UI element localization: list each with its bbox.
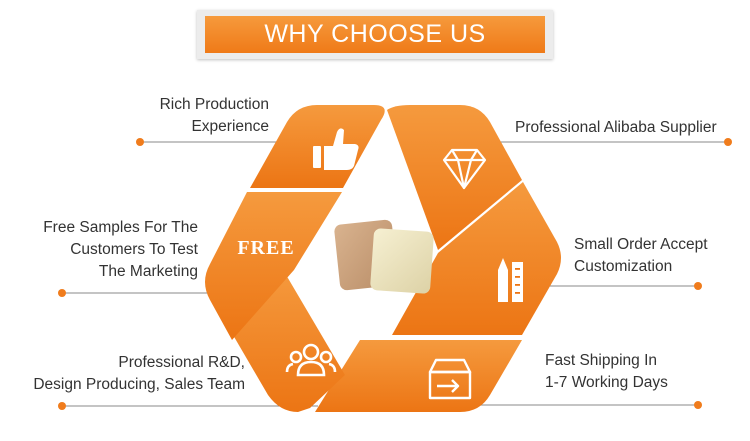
diamond-icon (442, 148, 487, 190)
label-alibaba-supplier: Professional Alibaba Supplier (515, 119, 717, 136)
page-title: WHY CHOOSE US (264, 20, 486, 48)
label-rnd-team: Professional R&D,Design Producing, Sales… (33, 354, 245, 393)
connector-dot-rich-production (136, 138, 144, 146)
connector-dot-free-samples (58, 289, 66, 297)
segment-alibaba-supplier (387, 105, 522, 250)
shipping-box-icon (428, 358, 472, 400)
connector-dot-shipping (694, 401, 702, 409)
segment-shipping (315, 340, 522, 412)
ruler-pencil-icon (498, 258, 523, 302)
connector-dot-small-order (694, 282, 702, 290)
connector-dot-rnd (58, 402, 66, 410)
team-icon (285, 343, 337, 377)
title-bar: WHY CHOOSE US (205, 16, 545, 53)
free-badge-icon: FREE (237, 237, 294, 259)
foam-dressing-pads (334, 219, 434, 294)
title-banner: WHY CHOOSE US (197, 10, 553, 59)
thumbs-up-icon (313, 128, 359, 170)
segment-free-samples (205, 192, 342, 340)
connector-dot-alibaba (724, 138, 732, 146)
